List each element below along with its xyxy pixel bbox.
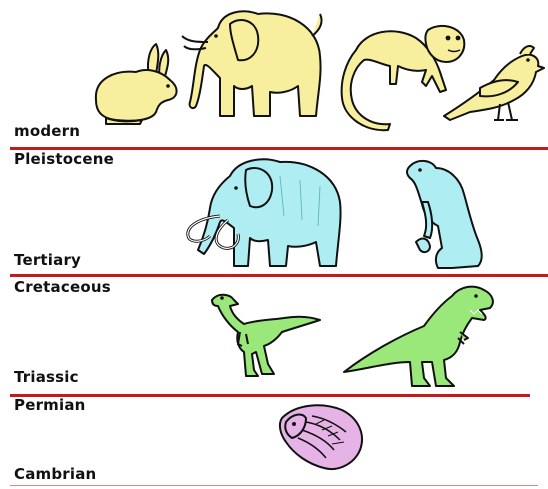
label-pleistocene: Pleistocene: [14, 150, 114, 168]
small-dinosaur-icon: [208, 290, 323, 378]
mammoth-icon: [180, 156, 350, 272]
label-cretaceous: Cretaceous: [14, 278, 111, 296]
label-triassic: Triassic: [14, 368, 79, 386]
divider-triassic-permian: [10, 394, 530, 397]
elephant-icon: [178, 6, 328, 122]
divider-bottom: [10, 485, 538, 486]
divider-tertiary-cretaceous: [10, 274, 548, 277]
bird-icon: [440, 40, 545, 125]
label-permian: Permian: [14, 396, 86, 414]
label-tertiary: Tertiary: [14, 251, 81, 269]
tyrannosaurus-icon: [340, 282, 500, 390]
rabbit-icon: [86, 40, 186, 125]
ground-sloth-icon: [402, 156, 492, 274]
label-cambrian: Cambrian: [14, 465, 96, 483]
trilobite-icon: [272, 400, 368, 476]
label-modern: modern: [14, 122, 80, 140]
